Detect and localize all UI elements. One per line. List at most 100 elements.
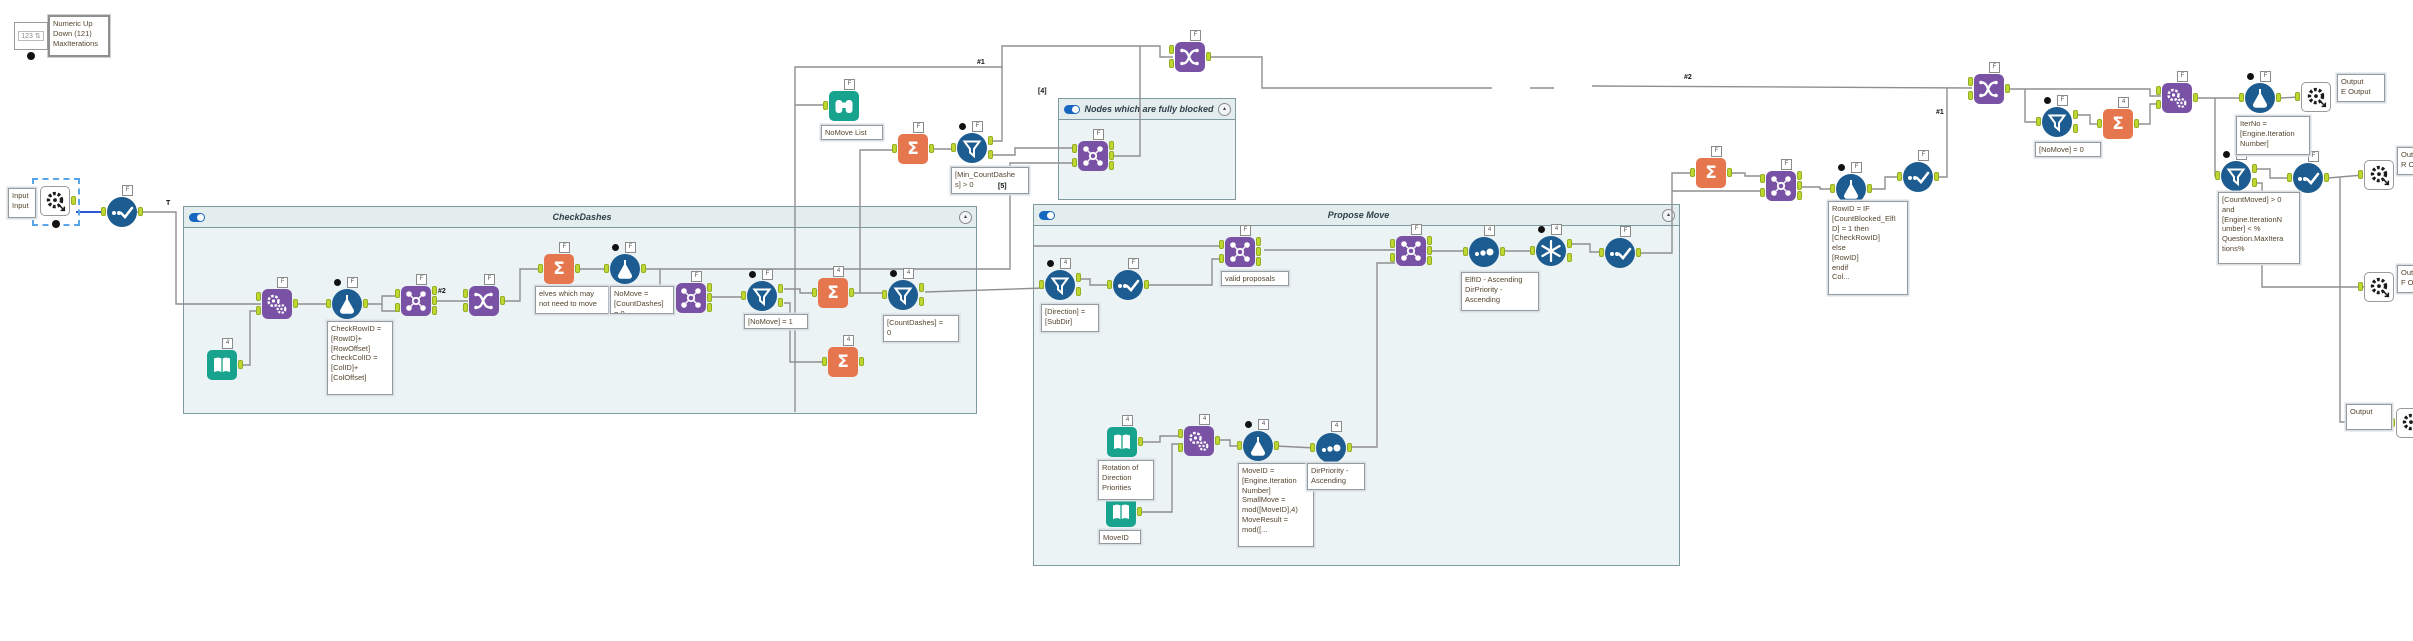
formula-tool[interactable]: F <box>2239 71 2281 113</box>
collapse-icon[interactable]: ▴ <box>959 210 972 224</box>
union-tool[interactable]: F <box>1968 62 2010 104</box>
output-anchor[interactable] <box>1934 172 1939 181</box>
filter-tool[interactable]: F <box>2036 95 2078 137</box>
input-anchor[interactable] <box>1968 77 1973 86</box>
output-anchor[interactable] <box>1256 247 1261 256</box>
filter-tool[interactable]: F <box>741 269 783 311</box>
output-anchor[interactable] <box>500 296 505 305</box>
input-anchor[interactable] <box>1599 248 1604 257</box>
input-anchor[interactable] <box>812 288 817 297</box>
macro-input-tool[interactable] <box>40 186 76 216</box>
output-anchor[interactable] <box>778 298 783 307</box>
macro-output-tool[interactable] <box>2358 160 2394 190</box>
input-anchor[interactable] <box>2156 100 2161 109</box>
output-anchor[interactable] <box>929 144 934 153</box>
output-anchor[interactable] <box>2276 93 2281 102</box>
input-anchor[interactable] <box>256 306 261 315</box>
macro-output-tool[interactable] <box>2390 408 2413 438</box>
output-anchor[interactable] <box>919 297 924 306</box>
filter-tool[interactable]: 4 <box>1039 258 1081 300</box>
output-anchor[interactable] <box>1215 436 1220 445</box>
text-input-tool[interactable]: 4 <box>207 338 243 380</box>
formula-tool[interactable]: 4 <box>1237 419 1279 461</box>
select-tool[interactable]: F <box>1599 226 1641 268</box>
input-anchor[interactable] <box>1072 144 1077 153</box>
select-tool[interactable]: F <box>101 185 143 227</box>
output-anchor[interactable] <box>71 196 76 205</box>
filter-tool[interactable]: F <box>951 121 993 163</box>
output-anchor[interactable] <box>641 264 646 273</box>
output-anchor[interactable] <box>238 360 243 369</box>
output-anchor[interactable] <box>1256 257 1261 266</box>
join-tool[interactable]: F <box>1072 129 1114 171</box>
input-anchor[interactable] <box>1039 280 1044 289</box>
input-anchor[interactable] <box>2358 282 2363 291</box>
input-anchor[interactable] <box>2097 119 2102 128</box>
input-anchor[interactable] <box>2287 173 2292 182</box>
input-anchor[interactable] <box>1530 246 1535 255</box>
formula-tool[interactable]: F <box>604 242 646 284</box>
filter-tool[interactable]: 4 <box>2215 149 2257 191</box>
text-input-tool[interactable]: 4 <box>1107 415 1143 457</box>
input-anchor[interactable] <box>1463 247 1468 256</box>
sort-tool[interactable]: 4 <box>1310 421 1352 463</box>
output-anchor[interactable] <box>1109 141 1114 150</box>
filter-tool[interactable]: 4 <box>882 268 924 310</box>
collapse-icon[interactable]: ▴ <box>1218 102 1231 116</box>
output-anchor[interactable] <box>1274 441 1279 450</box>
macro-output-tool[interactable] <box>2295 82 2331 112</box>
output-anchor[interactable] <box>2193 93 2198 102</box>
output-anchor[interactable] <box>432 296 437 305</box>
input-anchor[interactable] <box>2036 117 2041 126</box>
append-fields-tool[interactable]: 4 <box>1178 414 1220 456</box>
input-anchor[interactable] <box>2156 86 2161 95</box>
output-anchor[interactable] <box>1567 239 1572 248</box>
append-fields-tool[interactable]: F <box>256 277 298 319</box>
input-anchor[interactable] <box>1690 168 1695 177</box>
input-anchor[interactable] <box>604 264 609 273</box>
input-anchor[interactable] <box>395 303 400 312</box>
input-anchor[interactable] <box>1390 253 1395 262</box>
input-anchor[interactable] <box>1760 174 1765 183</box>
input-anchor[interactable] <box>892 144 897 153</box>
output-anchor[interactable] <box>778 284 783 293</box>
container-toggle[interactable] <box>189 212 205 222</box>
input-anchor[interactable] <box>1169 59 1174 68</box>
formula-tool[interactable]: F <box>1830 162 1872 204</box>
input-anchor[interactable] <box>2239 93 2244 102</box>
join-tool[interactable]: F <box>1219 225 1261 267</box>
input-anchor[interactable] <box>1897 172 1902 181</box>
output-anchor[interactable] <box>1109 151 1114 160</box>
browse-tool[interactable]: F <box>823 79 859 121</box>
input-anchor[interactable] <box>822 357 827 366</box>
output-anchor[interactable] <box>2252 178 2257 187</box>
input-anchor[interactable] <box>326 299 331 308</box>
input-anchor[interactable] <box>2295 92 2300 101</box>
join-tool[interactable]: F <box>1390 224 1432 266</box>
input-anchor[interactable] <box>1237 441 1242 450</box>
output-anchor[interactable] <box>138 207 143 216</box>
unique-tool[interactable]: 4 <box>1530 224 1572 266</box>
input-anchor[interactable] <box>2358 170 2363 179</box>
input-anchor[interactable] <box>1760 188 1765 197</box>
output-anchor[interactable] <box>1427 256 1432 265</box>
output-anchor[interactable] <box>1797 181 1802 190</box>
input-anchor[interactable] <box>1107 280 1112 289</box>
input-anchor[interactable] <box>1072 158 1077 167</box>
output-anchor[interactable] <box>293 299 298 308</box>
output-anchor[interactable] <box>1727 168 1732 177</box>
input-anchor[interactable] <box>101 207 106 216</box>
output-anchor[interactable] <box>432 286 437 295</box>
output-anchor[interactable] <box>1797 191 1802 200</box>
output-anchor[interactable] <box>2073 124 2078 133</box>
output-anchor[interactable] <box>1138 437 1143 446</box>
input-anchor[interactable] <box>463 303 468 312</box>
output-anchor[interactable] <box>1144 280 1149 289</box>
text-input-tool[interactable]: 4 <box>1106 485 1142 527</box>
input-anchor[interactable] <box>1310 443 1315 452</box>
union-tool[interactable]: F <box>463 274 505 316</box>
formula-tool[interactable]: F <box>326 277 368 319</box>
